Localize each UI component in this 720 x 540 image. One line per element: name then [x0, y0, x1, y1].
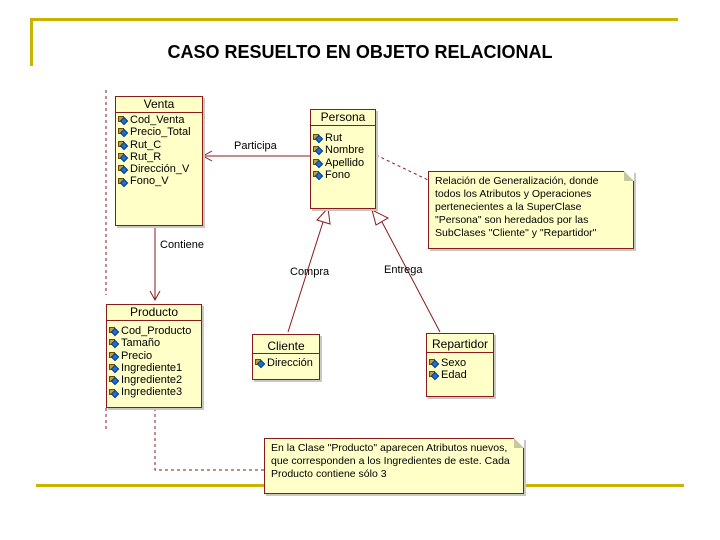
attribute-icon — [109, 351, 120, 361]
attribute-icon — [109, 375, 120, 386]
frame-left-line — [30, 18, 33, 66]
attribute-icon — [313, 158, 324, 168]
attribute-row: Tamaño — [107, 337, 201, 349]
attribute-row: Cod_Venta — [116, 114, 202, 126]
attribute-row: Rut_C — [116, 139, 202, 151]
contiene-arrowhead — [149, 290, 161, 302]
attribute-icon — [118, 152, 129, 163]
class-cliente[interactable]: Cliente Dirección — [252, 334, 320, 380]
attribute-icon — [313, 170, 324, 181]
class-venta[interactable]: Venta Cod_Venta Precio_Total Rut_C Rut_R… — [115, 96, 203, 226]
class-persona[interactable]: Persona Rut Nombre Apellido Fono — [310, 109, 376, 209]
attribute-icon — [118, 164, 129, 175]
attribute-row: Cod_Producto — [107, 325, 201, 337]
attribute-row: Dirección — [253, 357, 319, 369]
attribute-label: Tamaño — [121, 337, 161, 350]
class-venta-name: Venta — [116, 97, 202, 113]
attribute-label: Precio — [121, 349, 153, 362]
attribute-row: Edad — [427, 369, 493, 381]
attribute-label: Rut_R — [130, 150, 162, 163]
attribute-row: Nombre — [311, 144, 375, 156]
attribute-label: Ingrediente3 — [121, 386, 183, 399]
note-fold-icon — [624, 171, 634, 181]
attribute-icon — [109, 388, 120, 398]
relation-label-entrega: Entrega — [384, 264, 423, 276]
attribute-label: Dirección — [267, 357, 313, 369]
attribute-label: Apellido — [325, 156, 365, 169]
attribute-icon — [118, 127, 129, 138]
class-persona-attributes: Rut Nombre Apellido Fono — [311, 126, 375, 181]
note-fold-icon — [514, 438, 524, 448]
note-producto-text: En la Clase "Producto" aparecen Atributo… — [271, 442, 510, 480]
attribute-label: Cod_Venta — [130, 114, 185, 126]
attribute-row: Rut_R — [116, 151, 202, 163]
note-generalizacion-text: Relación de Generalización, donde todos … — [435, 175, 599, 239]
compra-triangle — [316, 206, 331, 225]
attribute-icon — [118, 177, 129, 187]
attribute-label: Dirección_V — [130, 163, 190, 176]
attribute-icon — [255, 358, 266, 369]
attribute-icon — [118, 140, 129, 150]
attribute-icon — [118, 115, 129, 126]
class-producto[interactable]: Producto Cod_Producto Tamaño Precio Ingr… — [106, 304, 202, 408]
attribute-icon — [109, 363, 120, 374]
attribute-icon — [313, 145, 324, 156]
class-venta-attributes: Cod_Venta Precio_Total Rut_C Rut_R Direc… — [116, 113, 202, 188]
relation-label-participa: Participa — [234, 140, 277, 152]
class-repartidor-name: Repartidor — [427, 334, 493, 353]
attribute-row: Ingrediente3 — [107, 386, 201, 398]
attribute-icon — [109, 338, 120, 349]
attribute-label: Fono — [325, 168, 351, 181]
attribute-label: Nombre — [325, 144, 365, 157]
attribute-row: Ingrediente2 — [107, 374, 201, 386]
attribute-label: Sexo — [441, 357, 467, 369]
class-producto-attributes: Cod_Producto Tamaño Precio Ingrediente1 … — [107, 321, 201, 399]
attribute-icon — [429, 370, 440, 381]
attribute-row: Precio — [107, 350, 201, 362]
attribute-row: Dirección_V — [116, 163, 202, 175]
attribute-row: Fono — [311, 169, 375, 181]
attribute-row: Ingrediente1 — [107, 362, 201, 374]
attribute-label: Rut — [325, 132, 343, 144]
entrega-line — [381, 221, 441, 333]
class-cliente-name: Cliente — [253, 335, 319, 354]
attribute-label: Ingrediente2 — [121, 374, 183, 387]
attribute-label: Cod_Producto — [121, 325, 192, 337]
class-repartidor-attributes: Sexo Edad — [427, 353, 493, 382]
page-title: CASO RESUELTO EN OBJETO RELACIONAL — [167, 42, 553, 62]
note-producto[interactable]: En la Clase "Producto" aparecen Atributo… — [264, 438, 524, 494]
entrega-triangle — [371, 209, 390, 226]
attribute-row: Sexo — [427, 357, 493, 369]
relation-label-contiene: Contiene — [160, 239, 205, 251]
note-generalizacion[interactable]: Relación de Generalización, donde todos … — [428, 171, 634, 249]
class-repartidor[interactable]: Repartidor Sexo Edad — [426, 333, 494, 397]
attribute-label: Edad — [441, 369, 467, 382]
attribute-row: Fono_V — [116, 175, 202, 187]
attribute-icon — [313, 133, 324, 144]
attribute-label: Ingrediente1 — [121, 361, 183, 374]
attribute-row: Rut — [311, 132, 375, 144]
attribute-icon — [109, 326, 120, 337]
generalizacion-note-link — [375, 154, 429, 181]
class-producto-name: Producto — [107, 305, 201, 321]
frame-top-line — [30, 18, 678, 21]
attribute-row: Apellido — [311, 157, 375, 169]
relation-label-compra: Compra — [290, 266, 330, 278]
attribute-icon — [429, 358, 440, 369]
attribute-row: Precio_Total — [116, 126, 202, 138]
compra-line — [287, 221, 324, 333]
attribute-label: Fono_V — [130, 175, 169, 188]
attribute-label: Precio_Total — [130, 126, 191, 139]
participa-arrowhead — [201, 150, 213, 162]
producto-note-link — [154, 408, 264, 471]
class-persona-name: Persona — [311, 110, 375, 126]
attribute-label: Rut_C — [130, 138, 162, 151]
class-cliente-attributes: Dirección — [253, 354, 319, 369]
